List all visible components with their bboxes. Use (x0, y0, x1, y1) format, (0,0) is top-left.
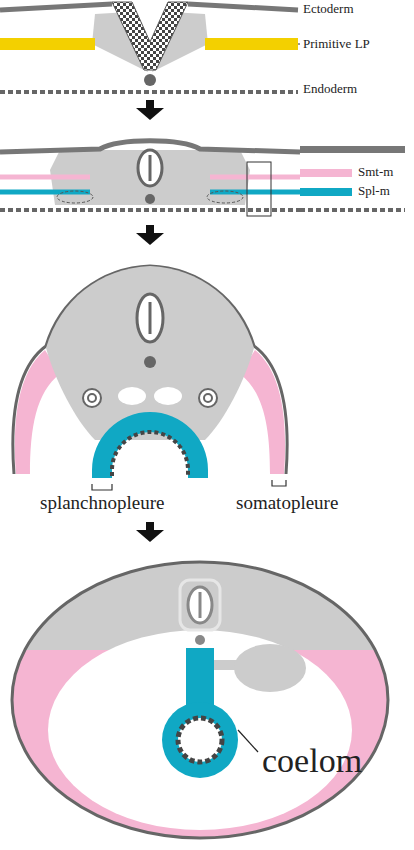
panel-three (137, 294, 163, 342)
panel-three (112, 432, 188, 476)
panel-three (92, 484, 112, 490)
down-arrow (136, 225, 164, 245)
down-arrow (136, 108, 164, 120)
panel-four (238, 730, 258, 752)
panel-four (199, 592, 202, 618)
panel-four (188, 587, 212, 623)
panel-four (162, 702, 238, 778)
panel-one (112, 2, 188, 70)
panel-three (92, 412, 208, 478)
region-label: splanchnopleure (40, 493, 165, 514)
panel-two (0, 141, 405, 216)
cavity-label: coelom (262, 742, 362, 779)
panel-four (48, 630, 352, 830)
legend-text: Spl-m (358, 183, 390, 199)
panel-two (300, 146, 405, 153)
panel-two (145, 194, 155, 204)
legend-text: Smt-m (358, 164, 393, 180)
panel-four (234, 644, 306, 692)
panel-three (118, 387, 146, 405)
panel-three (149, 302, 152, 334)
panel-two (207, 191, 243, 203)
panel-three (13, 266, 287, 490)
panel-one (144, 74, 156, 86)
down-arrow (146, 225, 154, 233)
panel-one (0, 90, 298, 94)
panel-two (300, 208, 405, 212)
panel-four (178, 718, 222, 762)
panel-two (57, 191, 93, 203)
down-arrow (136, 100, 164, 120)
panel-four (180, 580, 220, 630)
panel-four (12, 562, 388, 838)
panel-four (0, 550, 414, 850)
down-arrow (136, 522, 164, 542)
panel-one (188, 4, 298, 10)
panel-three (204, 394, 212, 402)
panel-two (247, 162, 271, 216)
down-arrow (136, 530, 164, 542)
panel-one (0, 38, 95, 50)
panel-four (186, 648, 214, 708)
panel-one (0, 2, 300, 92)
panel-three (88, 394, 96, 402)
layer-label: Ectoderm (303, 2, 354, 16)
panel-one (205, 38, 298, 50)
down-arrow (136, 233, 164, 245)
panel-one (0, 4, 112, 10)
panel-two (149, 155, 152, 181)
down-arrow (146, 100, 154, 108)
panel-two (138, 150, 162, 186)
panel-three (144, 356, 156, 368)
panel-three (83, 389, 101, 407)
panel-four (0, 550, 414, 850)
panel-two (0, 208, 300, 212)
panel-three (199, 389, 217, 407)
panel-two (210, 190, 300, 195)
panel-three (272, 480, 286, 486)
layer-label: Endoderm (303, 82, 357, 96)
legend-swatch (300, 169, 352, 177)
down-arrow (146, 522, 154, 530)
panel-one (298, 44, 300, 45)
region-label: somatopleure (236, 493, 338, 514)
panel-four (178, 718, 222, 762)
panel-three (13, 266, 287, 474)
panel-two (0, 190, 90, 195)
panel-two (210, 175, 300, 180)
panel-four (0, 550, 414, 850)
panel-three (154, 387, 182, 405)
panel-four (195, 635, 205, 645)
panel-two (0, 175, 90, 180)
legend-swatch (300, 188, 352, 196)
layer-label: Primitive LP (303, 37, 370, 51)
